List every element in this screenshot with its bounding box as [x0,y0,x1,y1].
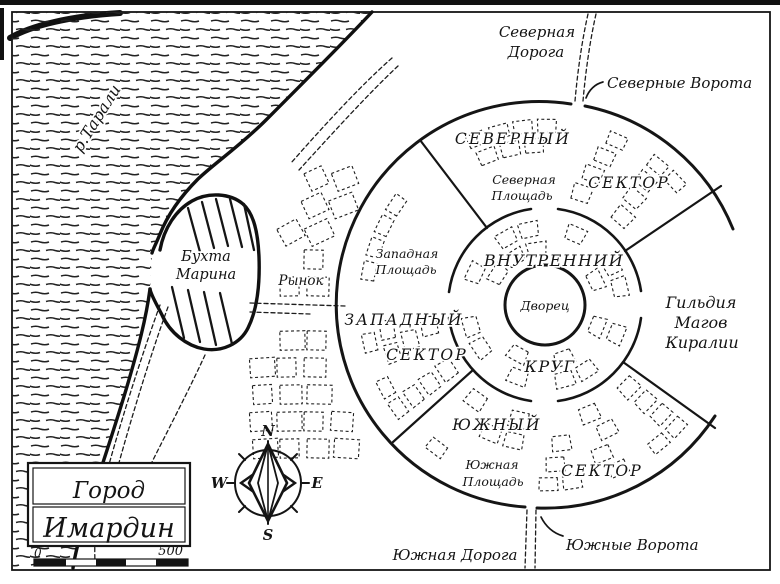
compass-inner-kite [257,443,279,525]
south-square-label-line2: Площадь [461,474,523,489]
inner-circle-label-word1: ВНУТРЕННИЙ [483,249,624,270]
compass-n-label: N [260,423,275,440]
north-sector-label-word1: СЕВЕРНЫЙ [455,129,571,148]
north-gate-label: Северные Ворота [607,74,752,92]
city-walls [334,100,735,510]
north-sector-label-word2: СЕКТОР [588,174,670,192]
scan-edge-top [0,0,780,5]
title-line2: Имардин [42,513,175,544]
market-label: Рынок [277,273,324,289]
shoreline-north [150,10,374,255]
palace-label: Дворец [519,298,569,313]
inner-circle-label-word2: КРУГ [524,357,576,376]
north-square-label-line2: Площадь [490,188,552,203]
south-square-label-line1: Южная [464,457,518,472]
scan-edge-left [0,8,4,60]
title-box: Город Имардин [26,461,192,548]
inner-circle-blocks [460,219,631,390]
bay-outline [148,193,261,352]
sector-blocks [360,118,689,492]
south-sector-label-word2: СЕКТОР [561,462,643,480]
compass-s-label: S [263,527,273,544]
south-gate-label: Южные Ворота [565,536,699,554]
compass-e-label: E [310,475,323,492]
south-gate-callout [540,516,564,537]
market-district-blocks [248,164,361,460]
bay-label-line1: Бухта [180,249,231,265]
west-square-label-line2: Площадь [374,262,436,277]
map-labels: р.Тарали Бухта Марина Рынок Северная Дор… [67,21,754,566]
west-sector-label-word2: СЕКТОР [386,346,468,364]
south-road-label: Южная Дорога [392,546,518,564]
west-sector-label-word1: ЗАПАДНЫЙ [344,310,463,329]
compass-rose: N W E S [211,423,324,544]
guild-label-line3: Киралии [664,333,738,352]
river-water [12,12,372,568]
north-gate-callout [585,81,604,99]
west-square-label-line1: Западная [376,246,439,261]
title-line1: Город [72,478,145,504]
north-road-label-line2: Дорога [507,43,564,61]
north-road-label-line1: Северная [499,23,575,41]
scale-start: 0 [34,546,42,560]
guild-label-line2: Магов [674,313,728,332]
bay-piers [170,197,256,347]
compass-w-label: W [211,475,229,492]
bay-label-line2: Марина [175,267,236,283]
palace-wall [503,263,587,347]
guild-label-line1: Гильдия [665,293,737,312]
scale-bar: 0 500 м [33,544,189,568]
north-square-label-line1: Северная [492,172,556,187]
south-sector-label-word1: ЮЖНЫЙ [451,415,541,434]
scale-end: 500 [158,544,183,559]
